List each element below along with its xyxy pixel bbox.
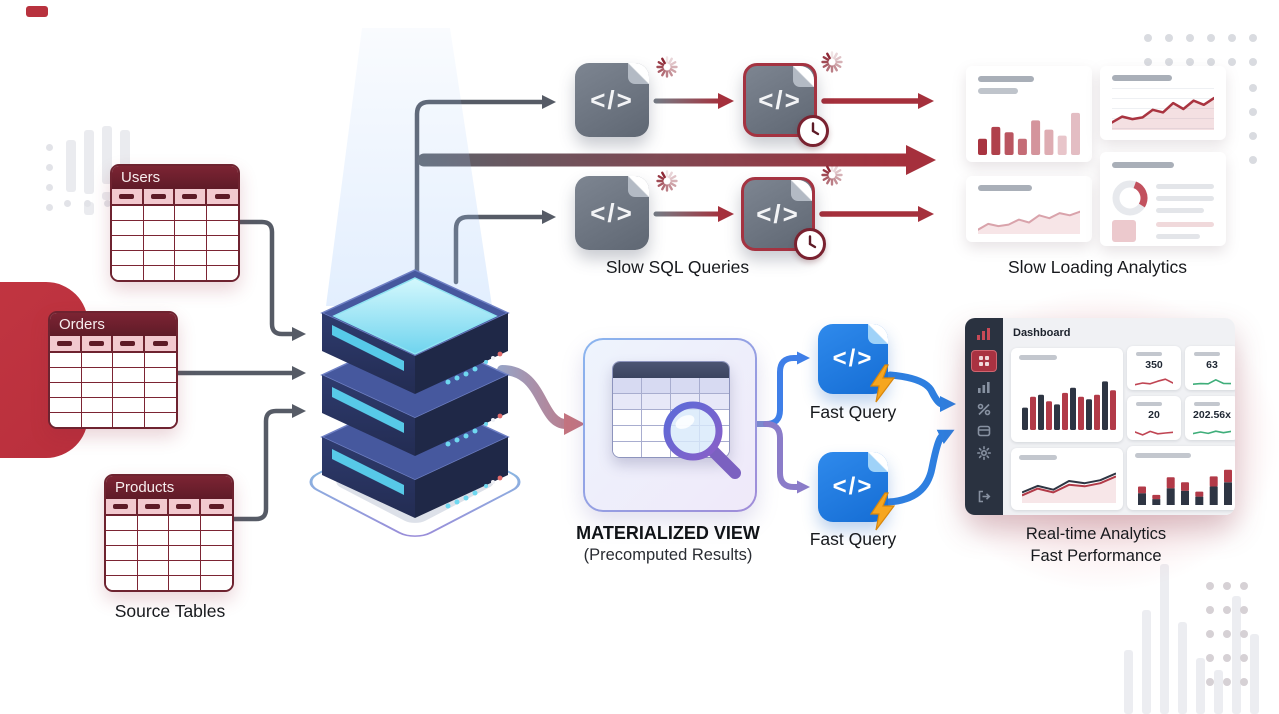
database-server-illustration: [309, 28, 521, 537]
bar-chart-icon: [978, 382, 990, 393]
orders-table-subheader: [50, 336, 176, 353]
stat-card-1: 350: [1127, 346, 1181, 390]
slow-line-chart: [1110, 88, 1216, 135]
slow-area-chart-card: [966, 176, 1092, 242]
pink-square-icon: [1112, 220, 1136, 242]
slow-sql-queries-label: Slow SQL Queries: [605, 257, 750, 277]
fast-query-file-icon-1: </>: [818, 324, 896, 403]
code-glyph: </>: [832, 473, 874, 500]
slow-area-chart: [977, 198, 1081, 239]
code-glyph: </>: [590, 197, 634, 228]
products-table-grid: [106, 516, 232, 590]
users-table-subheader: [112, 189, 238, 206]
orders-table: Orders: [48, 311, 178, 429]
dashboard-line-card: [1011, 448, 1123, 510]
slow-bar-chart: [978, 101, 1080, 160]
slow-summary-card: [1100, 152, 1226, 246]
materialized-view-title: MATERIALIZED VIEW: [576, 523, 760, 543]
slow-loading-analytics-label: Slow Loading Analytics: [1008, 257, 1187, 277]
stat-sparkline: [1192, 375, 1232, 393]
dashboard-stacked-card: [1127, 446, 1235, 510]
connector-products-db: [230, 404, 306, 522]
clock-icon: [797, 115, 829, 147]
slow-bar-chart-card: [966, 66, 1092, 162]
lightning-icon: [869, 364, 896, 403]
materialized-view-subtitle: (Precomputed Results): [583, 546, 753, 564]
stat-sparkline: [1192, 425, 1232, 443]
sql-file-icon-1: </>: [575, 63, 649, 137]
stat-sparkline: [1134, 425, 1174, 443]
loading-spinner-icon: [654, 168, 680, 194]
magnifier-icon: [663, 401, 741, 479]
dashboard-line-chart: [1021, 465, 1117, 508]
users-table-title: Users: [112, 166, 238, 189]
logout-icon: [978, 490, 991, 503]
slow-line-chart-card: [1100, 66, 1226, 140]
sql-file-icon-2-slow: </>: [741, 177, 815, 251]
orders-table-grid: [50, 353, 176, 427]
code-glyph: </>: [590, 84, 634, 115]
code-glyph: </>: [756, 198, 800, 229]
clock-icon: [794, 228, 826, 260]
stat-value: 202.56x: [1193, 409, 1231, 421]
dashboard-grouped-bar-card: [1011, 348, 1123, 442]
logo-icon: [977, 328, 990, 340]
connector-db-mv: [497, 365, 585, 435]
materialized-view-box: [583, 338, 757, 512]
lightning-icon: [869, 492, 896, 531]
arrow-fast1-dashboard: [886, 371, 956, 412]
stat-value: 350: [1145, 359, 1163, 371]
watermark-bars-bottomright: [1124, 556, 1274, 714]
orders-table-title: Orders: [50, 313, 176, 336]
fast-query-label-1: Fast Query: [809, 402, 897, 422]
dashboard-main: Dashboard 350 63 20 202.: [1003, 318, 1235, 515]
fast-query-label-2: Fast Query: [809, 529, 897, 549]
percent-icon: [977, 403, 991, 416]
watermark-bars-topleft: [64, 126, 144, 221]
grouped-bar-chart: [1022, 366, 1116, 435]
stat-card-2: 63: [1185, 346, 1235, 390]
dashboard-title: Dashboard: [1013, 327, 1071, 339]
products-table-title: Products: [106, 476, 232, 499]
fast-query-file-icon-2: </>: [818, 452, 896, 531]
source-tables-label: Source Tables: [114, 601, 226, 621]
arrow-fast2-dashboard: [884, 429, 955, 506]
donut-chart-icon: [1112, 180, 1148, 216]
panel-icon: [977, 425, 991, 437]
stat-card-3: 20: [1127, 396, 1181, 440]
products-table: Products: [104, 474, 234, 592]
products-table-subheader: [106, 499, 232, 516]
dashboard-sidebar: [965, 318, 1003, 515]
loading-spinner-icon: [654, 54, 680, 80]
loading-spinner-icon: [819, 49, 845, 75]
server-layer-1: [320, 269, 510, 394]
mv-branch-bottom: [763, 421, 810, 494]
analytics-dashboard-window: Dashboard 350 63 20 202.: [965, 318, 1235, 515]
stat-value: 20: [1148, 409, 1160, 421]
realtime-analytics-label-2: Fast Performance: [1030, 547, 1162, 565]
users-table: Users: [110, 164, 240, 282]
loading-spinner-icon: [819, 162, 845, 188]
gear-icon: [977, 446, 991, 460]
corner-accent: [26, 6, 48, 17]
dashboard-stacked-chart: [1138, 463, 1232, 510]
code-glyph: </>: [832, 345, 874, 372]
sql-file-icon-2: </>: [575, 176, 649, 250]
stat-sparkline: [1134, 375, 1174, 393]
stat-value: 63: [1206, 359, 1218, 371]
sidebar-item-dashboard: [971, 350, 997, 372]
connector-users-db: [233, 219, 306, 341]
stat-card-4: 202.56x: [1185, 396, 1235, 440]
users-table-grid: [112, 206, 238, 280]
code-glyph: </>: [758, 84, 802, 115]
realtime-analytics-label-1: Real-time Analytics: [1025, 525, 1167, 543]
